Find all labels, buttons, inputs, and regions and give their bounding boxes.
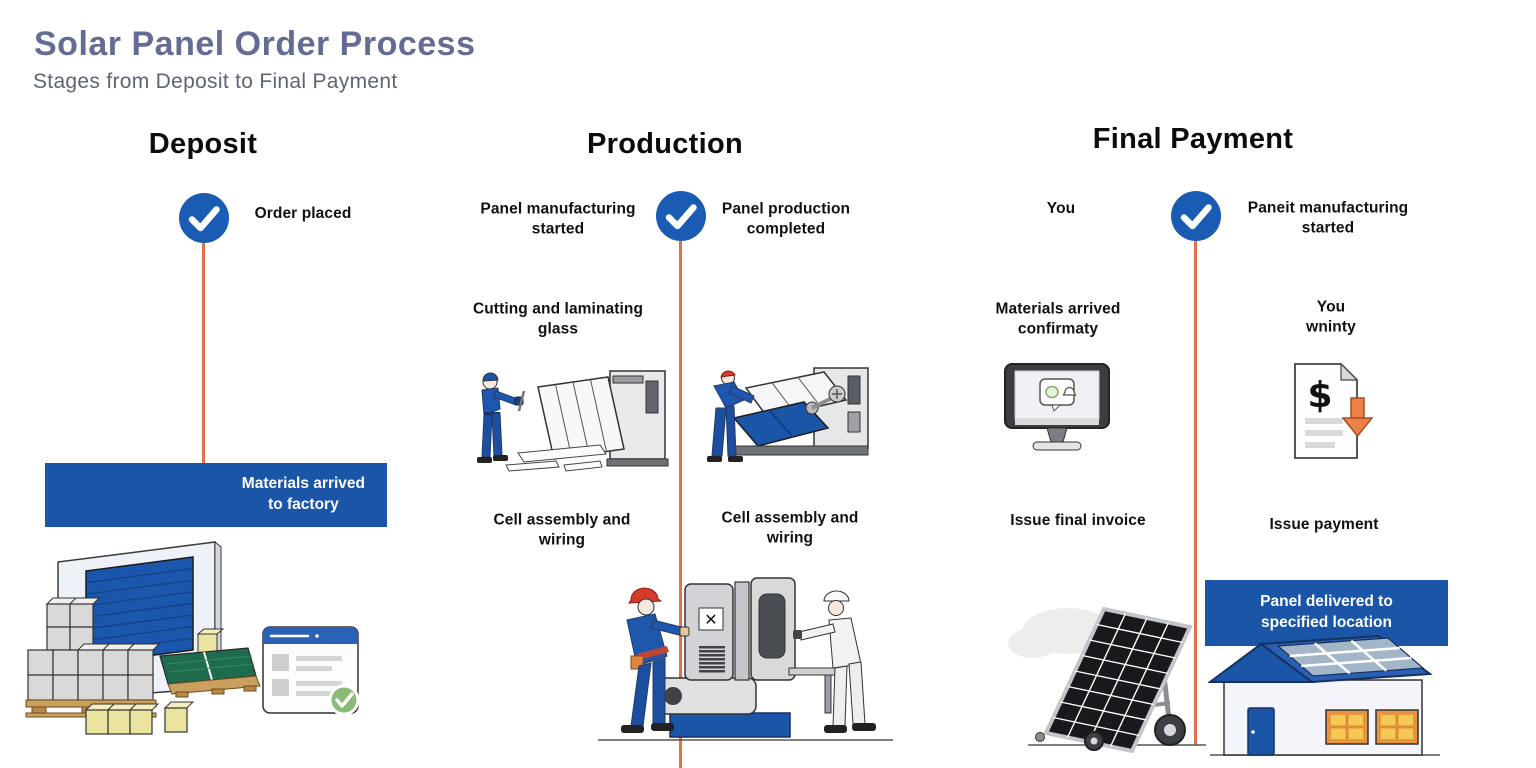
down-arrow-icon	[1341, 397, 1374, 438]
panel-manufacturing-label: Panel manufacturing started	[480, 200, 636, 238]
yellow-box-icon	[196, 628, 225, 654]
you-label: You	[1046, 199, 1076, 217]
cutting-laminating-label: Cutting and laminating glass	[472, 300, 644, 338]
paneit-manufacturing-label: Paneit manufacturing started	[1247, 199, 1409, 237]
worker-white-suit	[793, 590, 876, 733]
you-wninty-label: You wninty	[1306, 298, 1356, 336]
deposit-check-icon	[178, 192, 230, 244]
column-title-production: Production	[586, 128, 744, 160]
page-subtitle: Stages from Deposit to Final Payment	[33, 70, 398, 93]
solar-panel-icon	[1043, 606, 1193, 754]
cell-assembly-left-label: Cell assembly and wiring	[493, 511, 631, 549]
solar-cells-pallet-icon	[159, 647, 261, 698]
worker-red-helmet	[707, 370, 755, 462]
issue-final-invoice-label: Issue final invoice	[1010, 511, 1146, 529]
house-illustration	[1208, 610, 1443, 762]
glass-cutting-illustration	[460, 357, 670, 483]
panel-production-completed-label: Panel production completed	[721, 200, 851, 238]
roof-solar-panels-icon	[1276, 637, 1425, 677]
order-placed-label: Order placed	[254, 204, 352, 222]
warehouse-illustration	[20, 540, 440, 766]
x-sticker-icon: ✕	[704, 610, 717, 629]
gray-boxes-upper	[45, 597, 101, 651]
worker-blue-red-helmet	[621, 587, 690, 733]
gray-boxes-main	[27, 643, 161, 701]
cell-assembly-right-label: Cell assembly and wiring	[721, 509, 859, 547]
banner-panel-delivered: Panel delivered to specified location	[1205, 580, 1448, 646]
assembly-machine-illustration: ✕	[593, 568, 898, 768]
column-title-deposit: Deposit	[148, 128, 258, 160]
window-icon-left	[1325, 709, 1369, 745]
timeline-line-final-payment	[1194, 241, 1197, 745]
column-title-final-payment: Final Payment	[1092, 123, 1294, 155]
lamination-machine-illustration	[696, 356, 878, 468]
production-check-icon	[655, 190, 707, 242]
yellow-boxes-row	[84, 701, 195, 735]
trolley-wheels	[1084, 714, 1186, 751]
solar-panel-trolley-illustration	[1008, 593, 1208, 763]
materials-confirmaty-label: Materials arrived confirmaty	[995, 300, 1121, 338]
banner-panel-delivered-text: Panel delivered to specified location	[1260, 593, 1393, 631]
final-payment-check-icon	[1170, 190, 1222, 242]
banner-materials-arrived: Materials arrived to factory	[45, 463, 387, 527]
issue-payment-label: Issue payment	[1269, 515, 1379, 533]
window-icon-right	[1375, 709, 1419, 745]
timeline-line-deposit	[202, 243, 205, 463]
dollar-icon: $	[1307, 375, 1332, 416]
worker-blue-cap	[477, 372, 526, 463]
green-check-badge-icon	[328, 684, 360, 716]
invoice-document-icon: $	[1289, 360, 1385, 462]
page-title: Solar Panel Order Process	[34, 25, 476, 63]
timeline-line-production	[679, 241, 682, 768]
checklist-card-icon	[262, 626, 360, 716]
monitor-icon	[1002, 362, 1114, 454]
banner-materials-arrived-text: Materials arrived to factory	[241, 475, 365, 513]
